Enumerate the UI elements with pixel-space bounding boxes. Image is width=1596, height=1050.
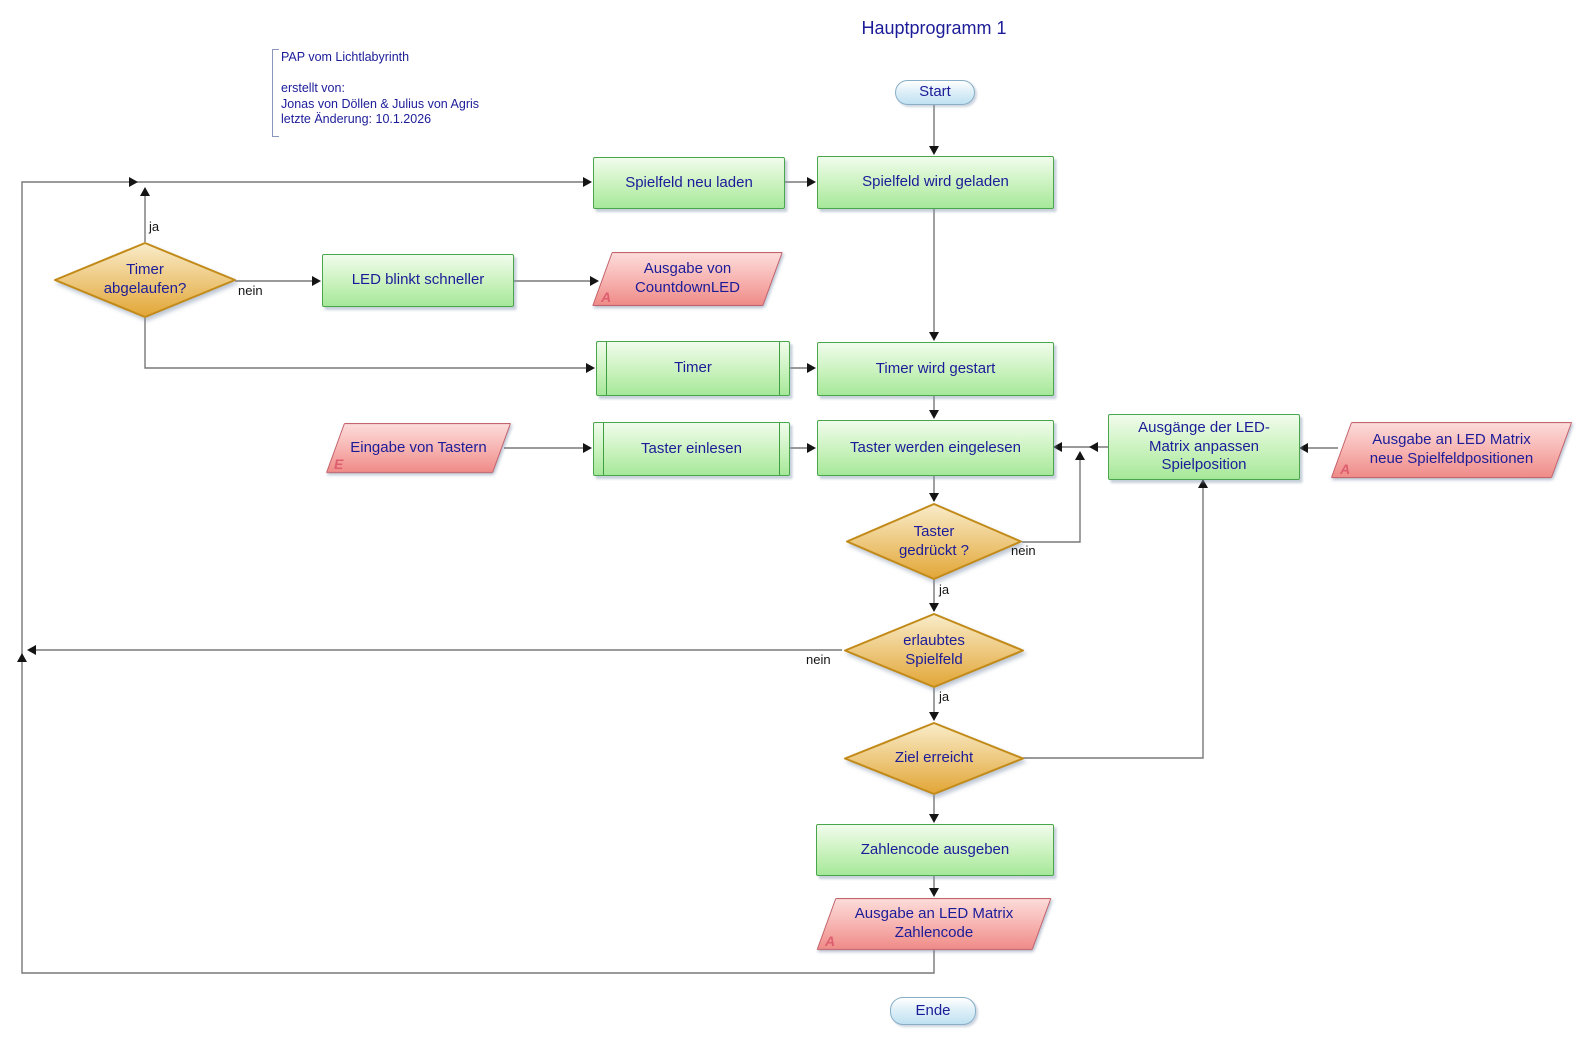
process-spielfeld-neu-laden: Spielfeld neu laden: [593, 157, 785, 209]
io-marker-a: A: [601, 289, 612, 305]
subroutine-timer-label: Timer: [674, 359, 712, 377]
branch-label-timer-nein: nein: [238, 283, 263, 298]
io-ausgabe-neue-spielfeldpositionen: Ausgabe an LED Matrix neue Spielfeldposi…: [1330, 422, 1573, 478]
decision-timer-abgelaufen: Timer abgelaufen?: [53, 242, 237, 318]
comment-bracket: [272, 49, 279, 137]
process-spielfeld-wird-geladen: Spielfeld wird geladen: [817, 156, 1054, 209]
start-label: Start: [919, 83, 951, 101]
decision-ziel-erreicht: Ziel erreicht: [843, 722, 1025, 795]
diamond-shape: [844, 613, 1024, 688]
ende-terminal: Ende: [890, 997, 976, 1025]
subroutine-bar-left: [603, 423, 604, 475]
process-timer-wird-gestart: Timer wird gestart: [817, 342, 1054, 396]
decision-erlaubtes-spielfeld-label: erlaubtes Spielfeld: [903, 631, 965, 668]
process-timer-wird-gestart-label: Timer wird gestart: [875, 359, 996, 377]
io-marker-e: E: [334, 456, 344, 472]
branch-label-timer-ja: ja: [149, 219, 160, 234]
io-ausgabe-zahlencode-label: Ausgabe an LED Matrix Zahlencode: [854, 905, 1014, 941]
page-title: Hauptprogramm 1: [861, 18, 1007, 38]
subroutine-taster-einlesen: Taster einlesen: [593, 422, 790, 476]
process-ausgaenge-led-matrix: Ausgänge der LED- Matrix anpassen Spielp…: [1108, 414, 1300, 480]
diamond-shape: [846, 503, 1022, 580]
process-zahlencode-ausgeben: Zahlencode ausgeben: [816, 824, 1054, 876]
process-led-blinkt-schneller: LED blinkt schneller: [322, 254, 514, 307]
subroutine-bar-right: [779, 342, 780, 395]
io-marker-a: A: [1340, 461, 1351, 477]
arrowheads: [17, 146, 1308, 897]
comment-block: PAP vom Lichtlabyrinth erstellt von: Jon…: [281, 50, 480, 127]
io-ausgabe-neue-spielfeldpositionen-label: Ausgabe an LED Matrix neue Spielfeldposi…: [1369, 431, 1534, 467]
branch-label-taster-nein: nein: [1011, 543, 1036, 558]
io-ausgabe-countdownled: Ausgabe von CountdownLED A: [592, 252, 783, 306]
diamond-shape: [54, 242, 236, 318]
process-led-blinkt-schneller-label: LED blinkt schneller: [351, 271, 485, 289]
start-terminal: Start: [895, 80, 975, 105]
io-eingabe-von-tastern: Eingabe von Tastern E: [325, 423, 512, 473]
branch-label-spielfeld-ja: ja: [939, 689, 950, 704]
decision-erlaubtes-spielfeld: erlaubtes Spielfeld: [843, 613, 1025, 688]
subroutine-timer: Timer: [596, 341, 790, 396]
io-eingabe-von-tastern-label: Eingabe von Tastern: [350, 438, 487, 456]
process-taster-werden-eingelesen-label: Taster werden eingelesen: [850, 438, 1021, 456]
decision-taster-gedrueckt-label: Taster gedrückt ?: [898, 522, 970, 559]
branch-label-spielfeld-nein: nein: [806, 652, 831, 667]
io-marker-a: A: [825, 933, 836, 949]
process-zahlencode-ausgeben-label: Zahlencode ausgeben: [860, 840, 1010, 858]
process-spielfeld-wird-geladen-label: Spielfeld wird geladen: [862, 173, 1009, 191]
ende-label: Ende: [915, 1001, 951, 1019]
subroutine-bar-right: [779, 423, 780, 475]
io-ausgabe-countdownled-label: Ausgabe von CountdownLED: [634, 260, 741, 296]
diamond-shape: [844, 722, 1024, 795]
subroutine-bar-left: [606, 342, 607, 395]
branch-label-taster-ja: ja: [939, 582, 950, 597]
process-ausgaenge-led-matrix-label: Ausgänge der LED- Matrix anpassen Spielp…: [1138, 418, 1270, 474]
decision-timer-abgelaufen-label: Timer abgelaufen?: [103, 261, 187, 297]
subroutine-taster-einlesen-label: Taster einlesen: [641, 439, 742, 457]
io-ausgabe-zahlencode: Ausgabe an LED Matrix Zahlencode A: [816, 898, 1052, 950]
process-spielfeld-neu-laden-label: Spielfeld neu laden: [625, 173, 753, 191]
decision-ziel-erreicht-label: Ziel erreicht: [894, 749, 974, 767]
decision-taster-gedrueckt: Taster gedrückt ?: [845, 503, 1023, 580]
process-taster-werden-eingelesen: Taster werden eingelesen: [817, 420, 1054, 476]
